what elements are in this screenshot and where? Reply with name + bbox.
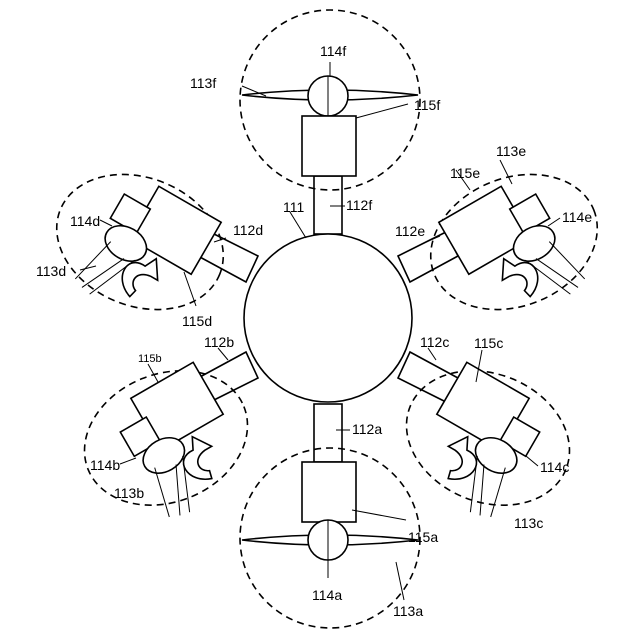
label-rotor-e: 114e xyxy=(562,209,592,225)
label-arm-b: 112b xyxy=(204,334,234,350)
motor-f xyxy=(302,116,356,176)
label-rotor-a: 114a xyxy=(312,587,342,603)
label-rotor-d: 114d xyxy=(70,213,100,229)
rotor-unit-f xyxy=(242,76,418,176)
label-zone-d: 113d xyxy=(36,263,66,279)
label-zone-f: 113f xyxy=(190,75,216,91)
label-body: 111 xyxy=(283,199,304,215)
label-zone-c: 113c xyxy=(514,515,543,531)
label-zone-a: 113a xyxy=(393,603,423,619)
label-arm-e: 112e xyxy=(395,223,425,239)
rotor-unit-a xyxy=(242,462,418,560)
label-motor-f: 115f xyxy=(414,97,440,113)
label-zone-e: 113e xyxy=(496,143,526,159)
label-arm-c: 112c xyxy=(420,334,449,350)
label-arm-d: 112d xyxy=(233,222,263,238)
rotor-unit-e xyxy=(439,173,588,333)
label-motor-a: 115a xyxy=(408,529,438,545)
label-motor-e: 115e xyxy=(450,165,480,181)
label-arm-a: 112a xyxy=(352,421,382,437)
central-body xyxy=(244,234,412,402)
label-motor-d: 115d xyxy=(182,313,212,329)
label-rotor-f: 114f xyxy=(320,43,346,59)
arm-f xyxy=(314,176,342,234)
arm-a xyxy=(314,404,342,462)
label-rotor-b: 114b xyxy=(90,457,120,473)
label-motor-c: 115c xyxy=(474,335,503,351)
label-motor-b: 115b xyxy=(138,353,162,365)
motor-a xyxy=(302,462,356,522)
label-zone-b: 113b xyxy=(114,485,144,501)
label-arm-f: 112f xyxy=(346,197,372,213)
label-rotor-c: 114c xyxy=(540,459,569,475)
